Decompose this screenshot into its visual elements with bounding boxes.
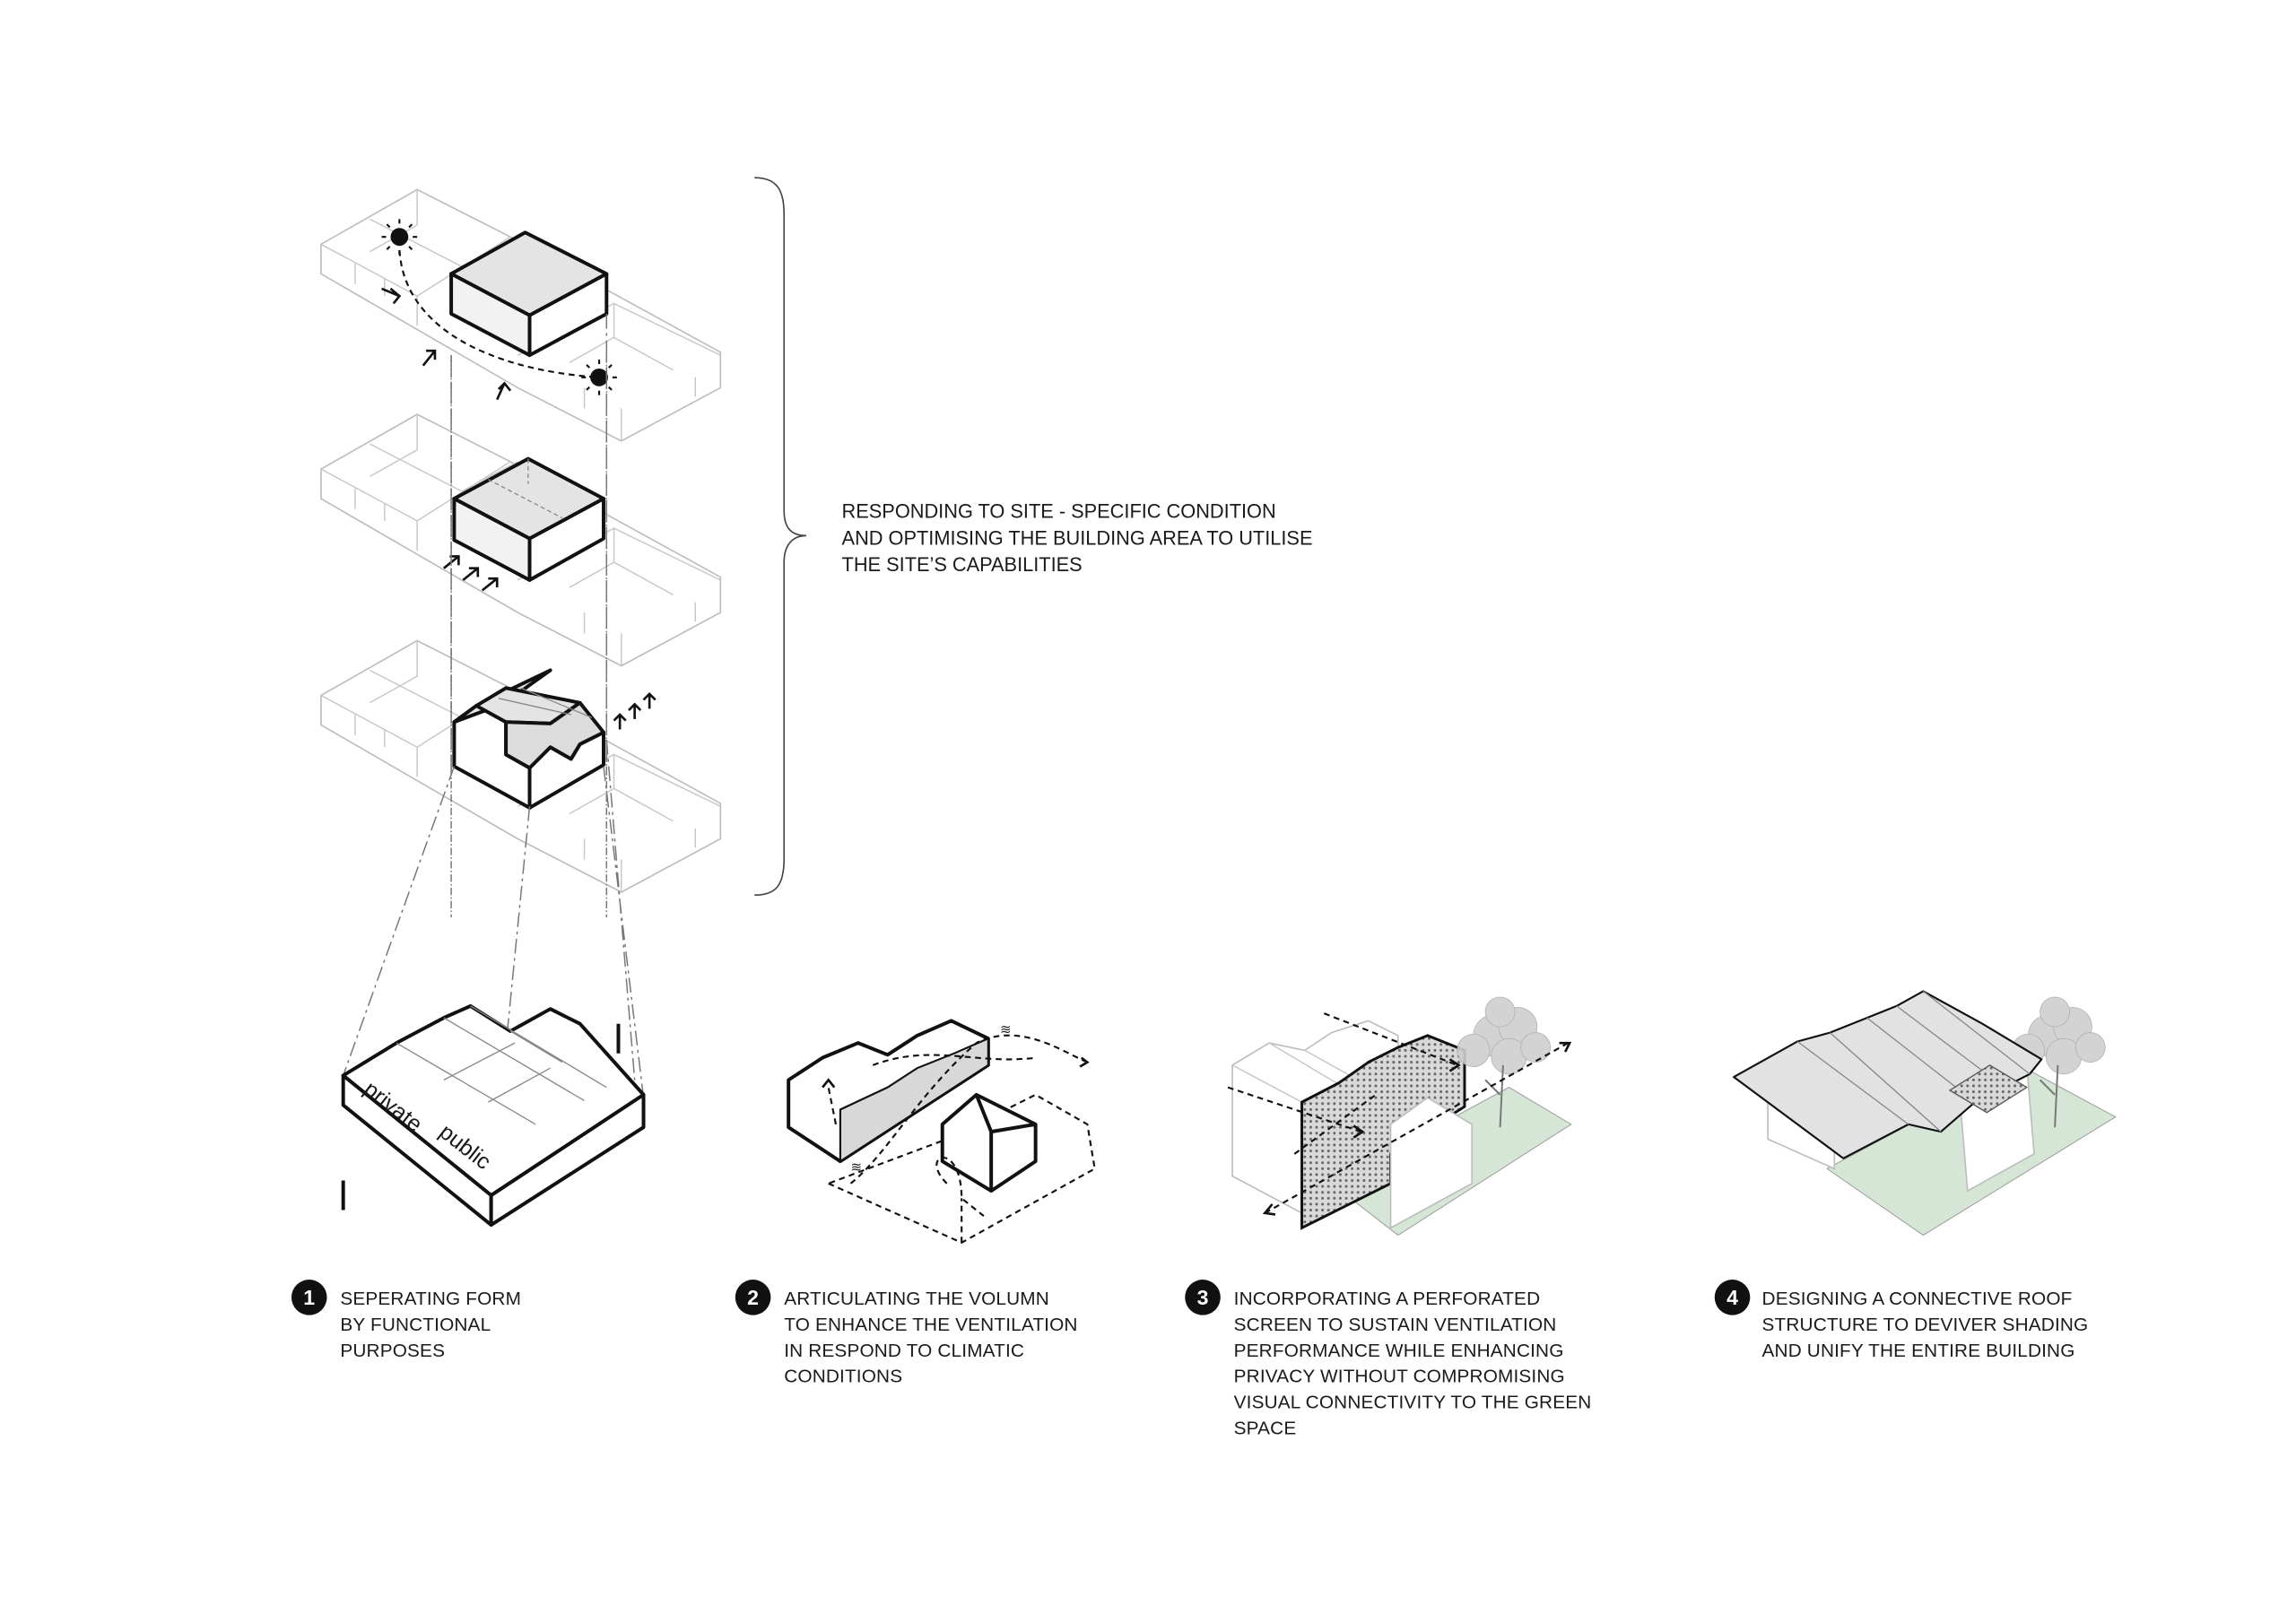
site-row-1 [320,188,722,442]
step-number: 4 [1726,1286,1738,1309]
drawing-connective-roof [1733,990,2117,1237]
step-number-badge [1185,1280,1221,1315]
step-2: 2 ARTICULATING THE VOLUMN TO ENHANCE THE… [735,1280,1083,1387]
up-arrow-icon [613,713,628,731]
step-4: 4 DESIGNING A CONNECTIVE ROOF STRUCTURE … [1714,1280,2094,1361]
sun-path [398,239,600,378]
intro-text: RESPONDING TO SITE - SPECIFIC CONDITION … [842,500,1318,576]
step-caption: INCORPORATING A PERFORATED SCREEN TO SUS… [1234,1289,1597,1438]
step-number-badge [1714,1280,1751,1315]
step-caption: ARTICULATING THE VOLUMN TO ENHANCE THE V… [784,1289,1083,1387]
up-arrow-icon [627,703,642,721]
curly-brace [754,177,806,897]
step-number-badge [735,1280,771,1315]
step-3: 3 INCORPORATING A PERFORATED SCREEN TO S… [1185,1280,1597,1438]
site-row-3 [320,639,722,893]
intro-line: AND OPTIMISING THE BUILDING AREA TO UTIL… [842,526,1313,549]
roof [1733,990,2043,1159]
drawing-perforated-screen [1227,996,1572,1237]
wind-icon: ≋ [1000,1023,1011,1037]
intro-line: RESPONDING TO SITE - SPECIFIC CONDITION [842,500,1276,523]
step-1: 1 SEPERATING FORM BY FUNCTIONAL PURPOSES [291,1280,526,1361]
step-number-badge [291,1280,327,1315]
wind-icon: ≋ [850,1161,861,1176]
step-caption: DESIGNING A CONNECTIVE ROOF STRUCTURE TO… [1762,1289,2094,1361]
step-number: 2 [747,1286,759,1309]
drawing-articulating-volume: ≋ ≋ [787,1019,1096,1245]
projection-lines [342,313,645,1196]
intro-line: THE SITE’S CAPABILITIES [842,553,1083,576]
drawing-separating-form: private public [341,1003,646,1228]
step-number: 3 [1197,1286,1209,1309]
site-row-2 [320,413,722,667]
up-arrow-icon [642,692,657,710]
arrow-icon [381,287,512,401]
step-caption: SEPERATING FORM BY FUNCTIONAL PURPOSES [340,1289,526,1361]
step-number: 1 [303,1286,315,1309]
